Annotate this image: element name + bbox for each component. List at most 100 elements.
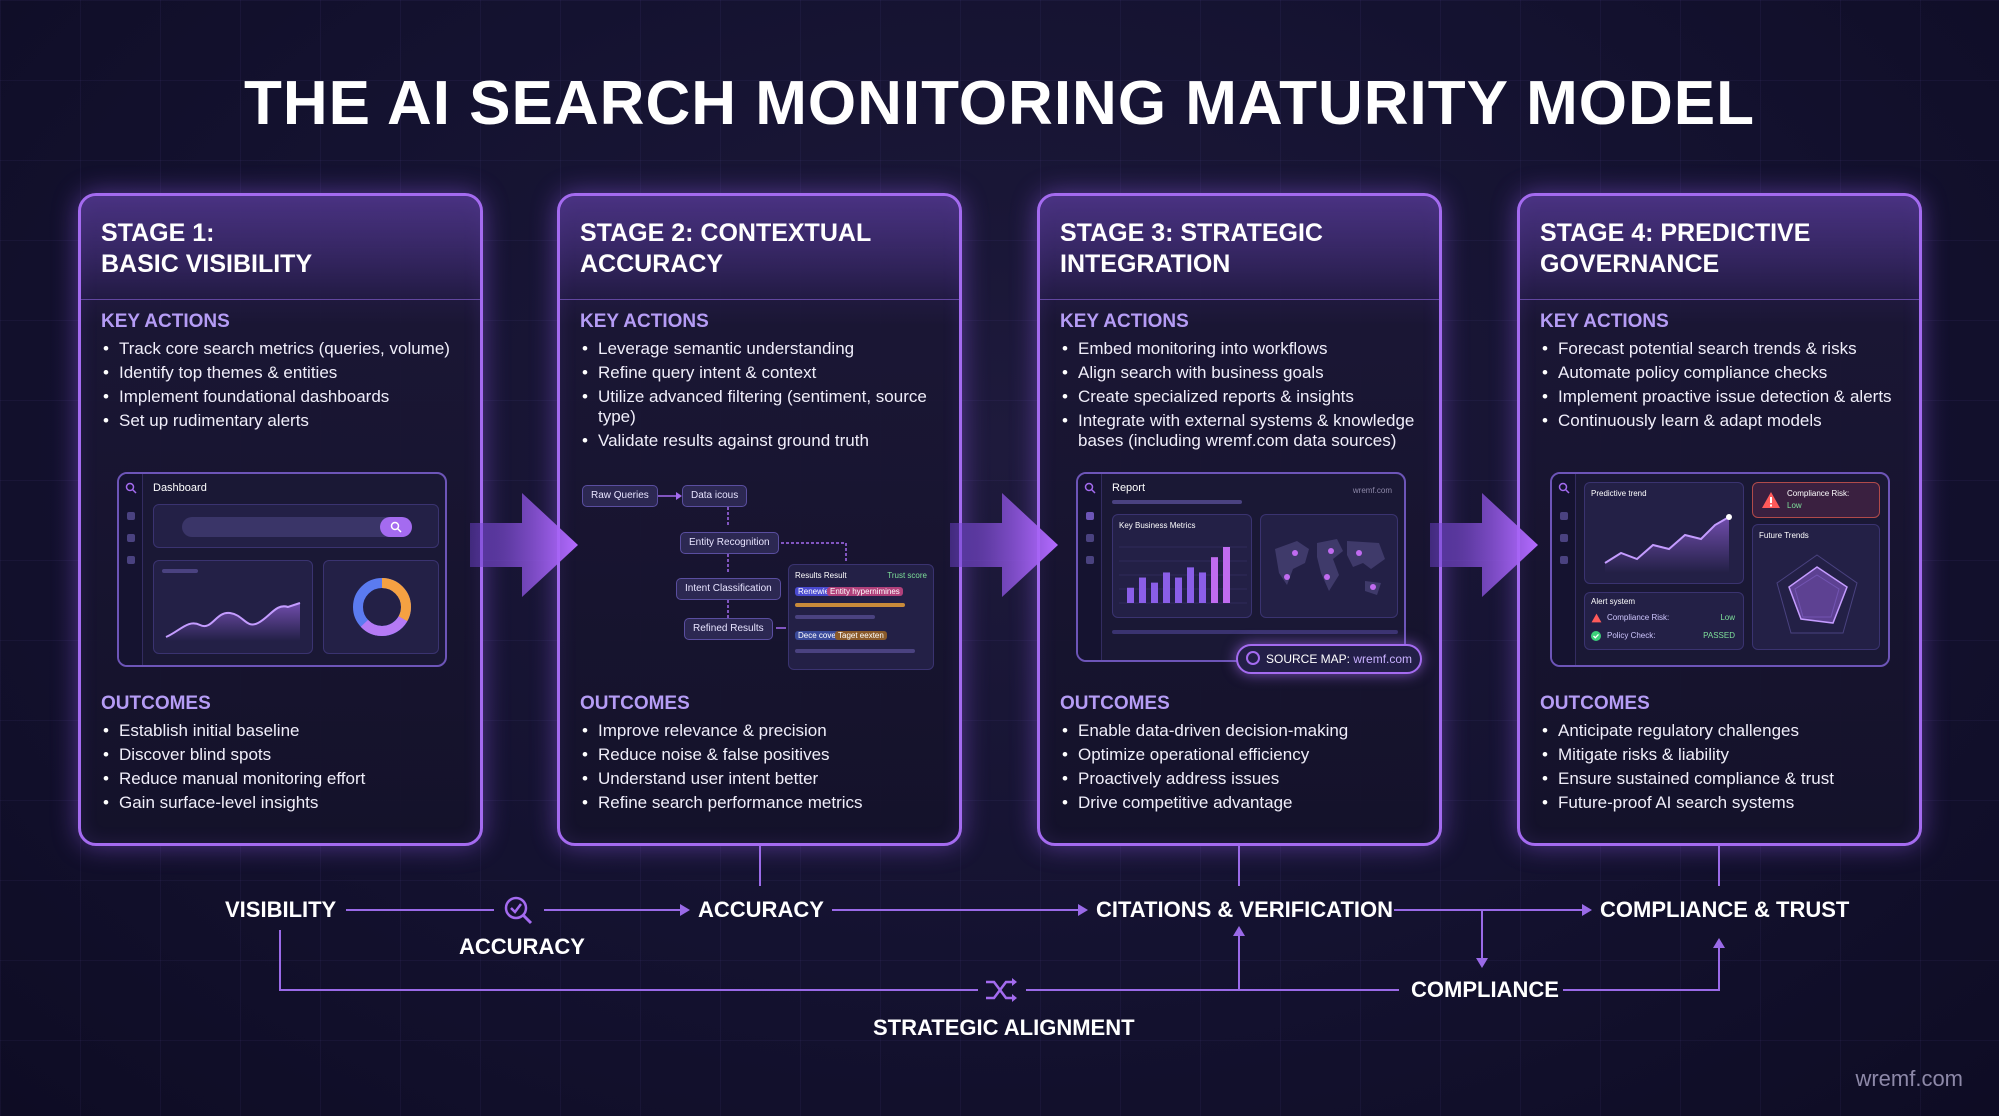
stage-2-actions-list: Leverage semantic understanding Refine q… bbox=[580, 339, 955, 455]
stage-3-outcomes-list: Enable data-driven decision-making Optim… bbox=[1060, 721, 1435, 817]
stage-1-outcomes-label: OUTCOMES bbox=[101, 693, 211, 714]
list-item: Track core search metrics (queries, volu… bbox=[101, 339, 476, 359]
list-item: Create specialized reports & insights bbox=[1060, 387, 1435, 407]
results-title: Results Result bbox=[795, 571, 847, 580]
mock-search-panel bbox=[153, 504, 439, 548]
flow-visibility-label: VISIBILITY bbox=[225, 897, 337, 922]
panel-title: Key Business Metrics bbox=[1119, 521, 1196, 530]
menu-icon bbox=[127, 512, 135, 520]
list-item: Improve relevance & precision bbox=[580, 721, 955, 741]
search-icon bbox=[125, 482, 137, 494]
stage-2-pipeline-mockup: Raw Queries Data icous Entity Recognitio… bbox=[580, 482, 950, 672]
flow-strategic-label: STRATEGIC ALIGNMENT bbox=[873, 1015, 1135, 1040]
stage-1-title-line2: BASIC VISIBILITY bbox=[101, 250, 313, 278]
stage-4-governance-mockup: Predictive trend Compliance Risk: Low Fu… bbox=[1550, 472, 1890, 667]
list-item: Continuously learn & adapt models bbox=[1540, 411, 1915, 431]
mock-sidebar bbox=[1552, 474, 1576, 665]
result-tag: Entity hypernimines bbox=[827, 587, 903, 596]
mock-search-button bbox=[380, 517, 412, 537]
pipeline-node: Data icous bbox=[682, 485, 748, 507]
risk-label: Compliance Risk: bbox=[1787, 489, 1850, 498]
future-title: Future Trends bbox=[1759, 531, 1809, 540]
stage-4-header bbox=[1520, 196, 1919, 300]
alert-row-value: PASSED bbox=[1703, 631, 1735, 640]
list-item: Future-proof AI search systems bbox=[1540, 793, 1915, 813]
flow-connectors bbox=[279, 846, 1725, 991]
stage-1-header bbox=[81, 196, 480, 300]
list-item: Integrate with external systems & knowle… bbox=[1060, 411, 1435, 451]
list-item: Establish initial baseline bbox=[101, 721, 476, 741]
search-icon bbox=[1084, 482, 1096, 494]
list-item: Discover blind spots bbox=[101, 745, 476, 765]
stage-2-card: STAGE 2: CONTEXTUAL ACCURACY KEY ACTIONS… bbox=[557, 193, 962, 846]
mock-site-label: wremf.com bbox=[1352, 486, 1392, 495]
mock-trend-chart bbox=[1604, 514, 1732, 573]
list-item: Reduce manual monitoring effort bbox=[101, 769, 476, 789]
mock-placeholder bbox=[795, 603, 905, 607]
bar bbox=[1163, 572, 1170, 603]
menu-icon bbox=[127, 534, 135, 542]
list-item: Anticipate regulatory challenges bbox=[1540, 721, 1915, 741]
stage-2-outcomes-label: OUTCOMES bbox=[580, 693, 690, 714]
search-icon bbox=[390, 521, 402, 533]
list-item: Ensure sustained compliance & trust bbox=[1540, 769, 1915, 789]
stage-2-title-line2: ACCURACY bbox=[580, 250, 724, 278]
list-item: Implement foundational dashboards bbox=[101, 387, 476, 407]
mock-report-title: Report bbox=[1112, 482, 1146, 494]
bar bbox=[1187, 567, 1194, 603]
flow-compliance-label: COMPLIANCE bbox=[1411, 977, 1559, 1002]
list-item: Drive competitive advantage bbox=[1060, 793, 1435, 813]
mock-bar-chart bbox=[1119, 546, 1247, 604]
mock-results-panel: Results Result Trust score Renewies Enti… bbox=[788, 564, 934, 670]
menu-icon bbox=[127, 556, 135, 564]
bar bbox=[1175, 577, 1182, 603]
mock-bar-chart-panel: Key Business Metrics bbox=[1112, 514, 1252, 618]
menu-icon bbox=[1560, 556, 1568, 564]
flow-accuracy-label: ACCURACY bbox=[698, 897, 824, 922]
list-item: Align search with business goals bbox=[1060, 363, 1435, 383]
bar bbox=[1211, 557, 1218, 603]
list-item: Proactively address issues bbox=[1060, 769, 1435, 789]
stage-1-title: STAGE 1: BASIC VISIBILITY bbox=[101, 218, 471, 280]
mock-placeholder bbox=[1112, 500, 1242, 504]
result-tag: Taget eexten bbox=[835, 631, 887, 640]
search-icon bbox=[1558, 482, 1570, 494]
stage-3-report-mockup: Report wremf.com Key Business Metrics bbox=[1076, 472, 1406, 662]
stage-3-header bbox=[1040, 196, 1439, 300]
stage-1-actions-list: Track core search metrics (queries, volu… bbox=[101, 339, 476, 435]
list-item: Leverage semantic understanding bbox=[580, 339, 955, 359]
watermark: wremf.com bbox=[1855, 1066, 1963, 1091]
stage-4-actions-list: Forecast potential search trends & risks… bbox=[1540, 339, 1915, 435]
stage-4-card: STAGE 4: PREDICTIVE GOVERNANCE KEY ACTIO… bbox=[1517, 193, 1922, 846]
badge-label: SOURCE MAP: bbox=[1266, 652, 1351, 666]
alert-title: Alert system bbox=[1591, 597, 1636, 606]
list-item: Refine search performance metrics bbox=[580, 793, 955, 813]
mock-area-chart bbox=[165, 602, 301, 641]
shuffle-icon bbox=[986, 978, 1017, 1002]
menu-icon bbox=[1560, 512, 1568, 520]
stage-2-outcomes-list: Improve relevance & precision Reduce noi… bbox=[580, 721, 955, 817]
stage-3-outcomes-label: OUTCOMES bbox=[1060, 693, 1170, 714]
stage-3-title-line2: INTEGRATION bbox=[1060, 250, 1231, 278]
warning-icon bbox=[1762, 492, 1780, 508]
check-circle-icon bbox=[1591, 631, 1601, 641]
globe-icon bbox=[1246, 651, 1260, 665]
mock-radar-chart bbox=[1776, 554, 1858, 634]
alert-row-value: Low bbox=[1720, 613, 1735, 622]
pipeline-node: Entity Recognition bbox=[680, 532, 779, 554]
bar bbox=[1223, 547, 1230, 603]
mock-donut-chart bbox=[353, 578, 411, 636]
list-item: Understand user intent better bbox=[580, 769, 955, 789]
page-title: THE AI SEARCH MONITORING MATURITY MODEL bbox=[244, 69, 1755, 138]
stage-2-to-3-arrow bbox=[950, 493, 1058, 597]
stage-3-to-4-arrow bbox=[1430, 493, 1538, 597]
list-item: Implement proactive issue detection & al… bbox=[1540, 387, 1915, 407]
stage-4-outcomes-label: OUTCOMES bbox=[1540, 693, 1650, 714]
mock-placeholder bbox=[795, 649, 915, 653]
pipeline-node: Raw Queries bbox=[582, 485, 658, 507]
stage-1-card: STAGE 1: BASIC VISIBILITY KEY ACTIONS Tr… bbox=[78, 193, 483, 846]
stage-3-card: STAGE 3: STRATEGIC INTEGRATION KEY ACTIO… bbox=[1037, 193, 1442, 846]
list-item: Utilize advanced filtering (sentiment, s… bbox=[580, 387, 955, 427]
mock-dashboard-title: Dashboard bbox=[153, 482, 207, 494]
badge-value: wremf.com bbox=[1353, 652, 1413, 666]
